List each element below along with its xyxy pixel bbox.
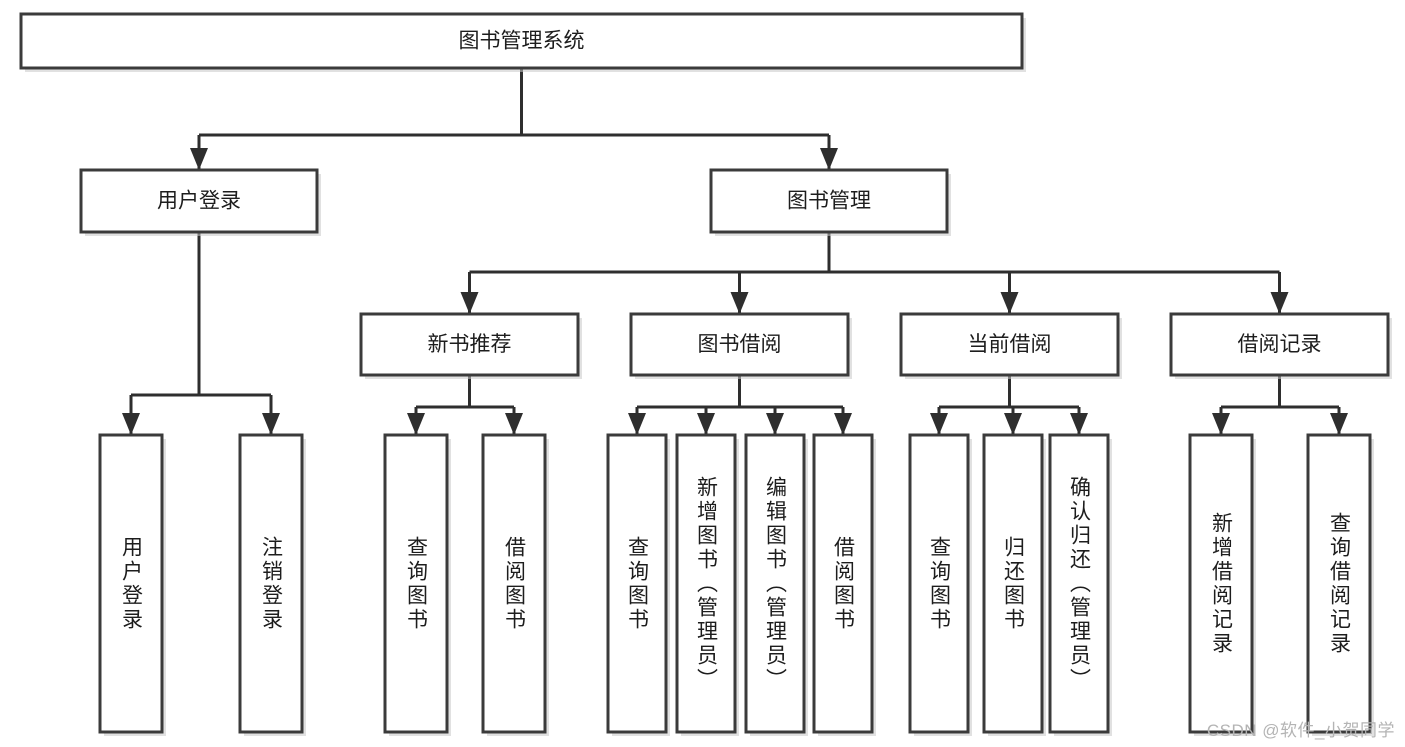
arrow-head-icon: [262, 413, 280, 435]
node-leaf-box-3[interactable]: [481, 433, 547, 734]
arrow-head-icon: [697, 413, 715, 435]
node-leaf-box-6[interactable]: [744, 433, 806, 734]
node-level3-box-0[interactable]: [359, 312, 580, 377]
node-leaf-box-10[interactable]: [1048, 433, 1110, 734]
arrow-head-icon: [190, 148, 208, 170]
arrow-head-icon: [820, 148, 838, 170]
node-level3-box-3[interactable]: [1169, 312, 1390, 377]
connectors-layer: [122, 68, 1348, 435]
node-leaf-box-4[interactable]: [606, 433, 668, 734]
arrow-head-icon: [407, 413, 425, 435]
arrow-head-icon: [1270, 292, 1289, 314]
node-level3-label-2: 当前借阅: [968, 333, 1052, 356]
node-leaf-box-7[interactable]: [812, 433, 874, 734]
arrow-head-icon: [505, 413, 523, 435]
node-root-label: 图书管理系统: [459, 30, 585, 53]
arrow-head-icon: [628, 413, 646, 435]
node-level3-label-3: 借阅记录: [1238, 333, 1322, 356]
node-leaf-box-8[interactable]: [908, 433, 970, 734]
node-level2-box-1[interactable]: [709, 168, 949, 234]
node-level3-box-2[interactable]: [899, 312, 1120, 377]
node-level2-box-0[interactable]: [79, 168, 319, 234]
node-root-box[interactable]: [19, 12, 1024, 70]
node-leaf-box-5[interactable]: [675, 433, 737, 734]
arrow-head-icon: [834, 413, 852, 435]
arrow-head-icon: [460, 292, 479, 314]
node-leaf-box-12[interactable]: [1306, 433, 1372, 734]
arrow-head-icon: [930, 413, 948, 435]
arrow-head-icon: [1212, 413, 1230, 435]
node-level2-label-1: 图书管理: [787, 190, 871, 213]
node-leaf-box-1[interactable]: [238, 433, 304, 734]
csdn-watermark: CSDN @软件_小贺同学: [1206, 721, 1395, 740]
arrow-head-icon: [730, 292, 749, 314]
node-level3-box-1[interactable]: [629, 312, 850, 377]
node-leaf-box-11[interactable]: [1188, 433, 1254, 734]
arrow-head-icon: [1000, 292, 1019, 314]
node-level3-label-0: 新书推荐: [428, 333, 512, 356]
node-level2-label-0: 用户登录: [157, 190, 241, 213]
boxes-layer: [19, 12, 1392, 736]
node-leaf-box-2[interactable]: [383, 433, 449, 734]
arrow-head-icon: [1004, 413, 1022, 435]
arrow-head-icon: [1330, 413, 1348, 435]
node-level3-label-1: 图书借阅: [698, 333, 782, 356]
node-leaf-box-9[interactable]: [982, 433, 1044, 734]
arrow-head-icon: [122, 413, 140, 435]
arrow-head-icon: [766, 413, 784, 435]
arrow-head-icon: [1070, 413, 1088, 435]
node-leaf-box-0[interactable]: [98, 433, 164, 734]
